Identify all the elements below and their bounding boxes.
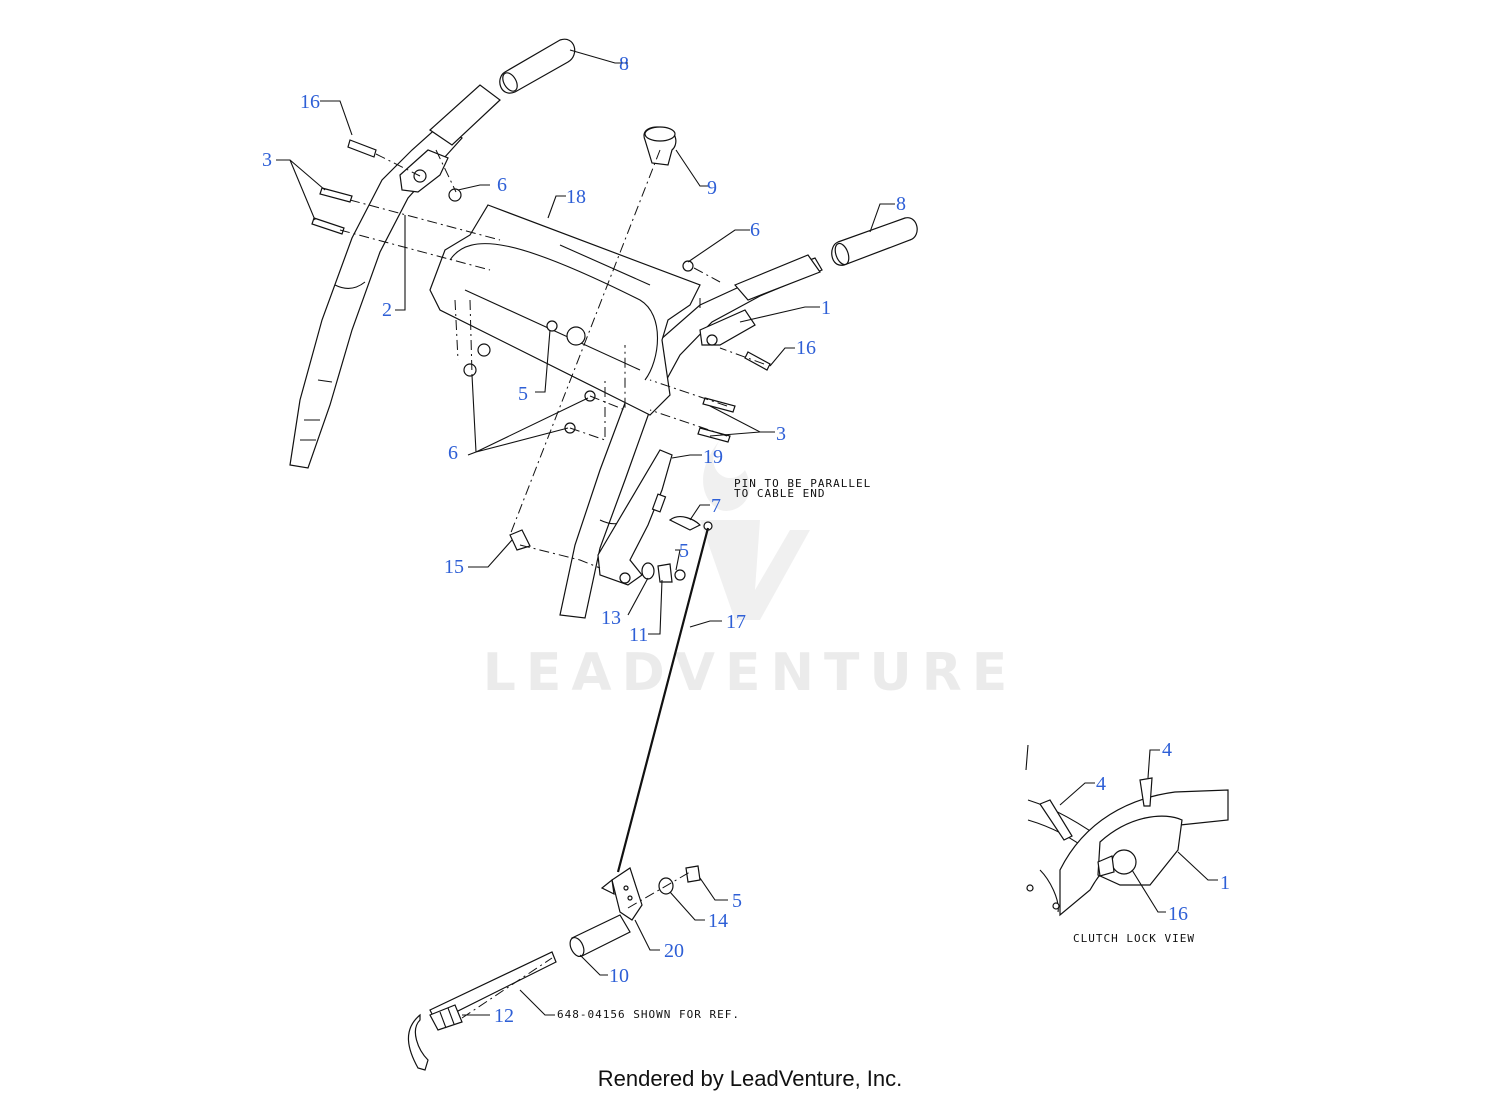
callout-7-clip: 7 [711, 495, 721, 517]
note-pin-line-2: TO CABLE END [734, 487, 825, 500]
callout-9-knob: 9 [707, 177, 717, 199]
inset-leader-lines [1059, 749, 1218, 913]
leader-lines [276, 49, 895, 1016]
inset-caption: CLUTCH LOCK VIEW [1073, 932, 1195, 945]
assembly-centerlines [339, 149, 765, 1019]
callout-16-inset: 16 [1168, 903, 1188, 925]
watermark-text: LEADVENTURE [483, 643, 1018, 703]
lower-hardware [658, 865, 701, 895]
callout-17-shift-rod: 17 [726, 611, 746, 633]
callout-6-left-nut: 6 [497, 174, 507, 196]
note-pin-line-1: PIN TO BE PARALLEL [734, 477, 871, 490]
callout-19-shift-bracket: 19 [703, 446, 723, 468]
callout-16-left: 16 [300, 91, 320, 113]
callout-1-inset: 1 [1220, 872, 1230, 894]
shift-bracket [597, 449, 673, 586]
shift-rod [616, 527, 710, 873]
callout-13-washer: 13 [601, 607, 621, 629]
callout-5-lower-nut: 5 [732, 890, 742, 912]
callout-3-left: 3 [262, 149, 272, 171]
left-bolts [311, 139, 462, 235]
callout-20-shift-arm: 20 [664, 940, 684, 962]
callout-5-panel-nut: 5 [518, 383, 528, 405]
callout-16-right: 16 [796, 337, 816, 359]
callout-1-right-bracket: 1 [821, 297, 831, 319]
left-grip [499, 38, 576, 94]
callout-10-spacer: 10 [609, 965, 629, 987]
right-grip [831, 217, 918, 266]
callout-4-inset-top: 4 [1162, 739, 1172, 761]
right-bolts [682, 260, 771, 443]
footer-credit: Rendered by LeadVenture, Inc. [597, 1066, 903, 1091]
right-clutch-bracket [699, 309, 756, 346]
dash-panel [429, 204, 701, 416]
callout-11-bushing: 11 [629, 624, 648, 646]
note-ref-part: 648-04156 SHOWN FOR REF. [557, 1008, 740, 1021]
callout-5-linkage-nut: 5 [679, 540, 689, 562]
callout-4-inset-left: 4 [1096, 773, 1106, 795]
callout-12-spring: 12 [494, 1005, 514, 1027]
callout-6-panel-nuts: 6 [448, 442, 458, 464]
callout-18-dash-panel: 18 [566, 186, 586, 208]
speed-knob [643, 126, 677, 166]
right-handle-tube [559, 254, 823, 619]
watermark-logo [700, 440, 810, 620]
linkage-hardware [509, 516, 713, 583]
callout-8-right-grip: 8 [896, 193, 906, 215]
clutch-lock-inset [1025, 744, 1229, 917]
callout-3-right: 3 [776, 423, 786, 445]
shift-spacer [569, 914, 631, 958]
left-clutch-bracket [399, 149, 449, 193]
left-handle-tube [289, 84, 501, 469]
callout-8-left-grip: 8 [619, 53, 629, 75]
callout-14-washer: 14 [708, 910, 728, 932]
shift-arm [600, 867, 643, 921]
callout-6-right-nut: 6 [750, 219, 760, 241]
callout-2-left-bracket: 2 [382, 299, 392, 321]
callout-15-pivot: 15 [444, 556, 464, 578]
shift-shaft [407, 951, 557, 1071]
